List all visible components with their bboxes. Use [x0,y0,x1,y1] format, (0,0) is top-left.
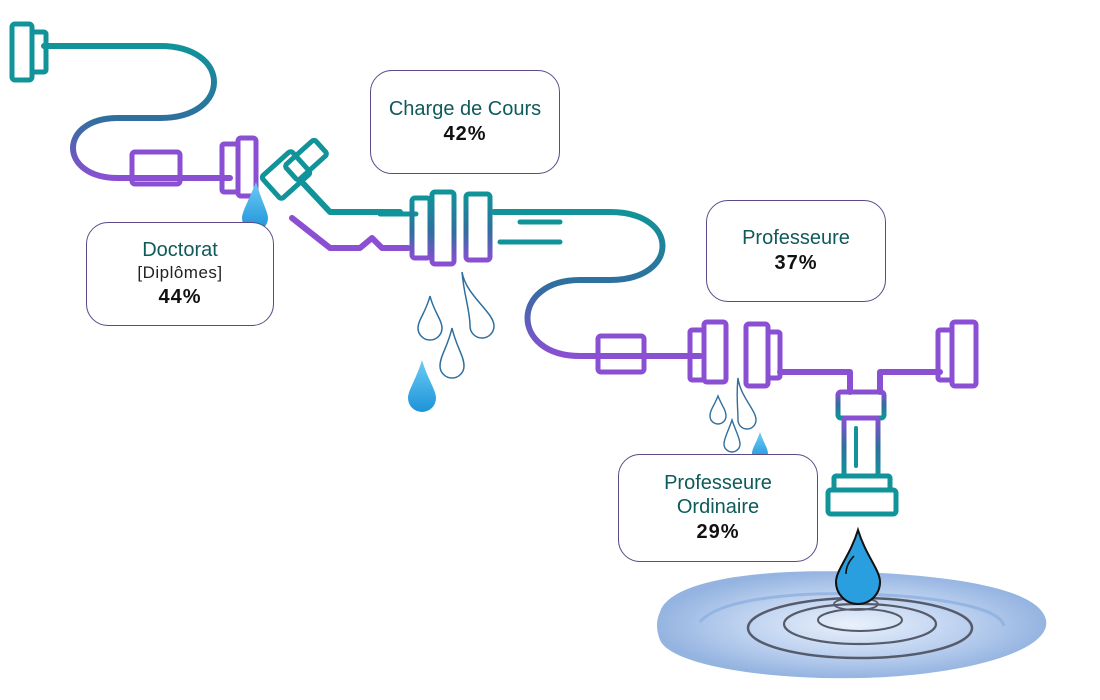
pipe-segment-1 [9,21,259,199]
water-drop-icon [709,394,727,425]
card-value: 29% [696,521,740,543]
water-drop-icon [439,327,465,379]
pipe-segment-2 [259,137,493,267]
card-professeure-ordinaire: Professeure Ordinaire 29% [618,454,818,562]
pipe-segment-4 [743,319,979,517]
card-label: Charge de Cours [388,98,542,120]
water-drop-icon [736,377,757,430]
pipe-segment-3 [491,209,729,385]
card-value: 37% [774,252,818,274]
card-charge-de-cours: Charge de Cours 42% [370,70,560,174]
card-label-line2: Ordinaire [676,496,760,518]
card-label: Doctorat [142,239,218,261]
water-drops [242,182,768,462]
water-drop-icon [417,295,443,341]
card-label: Professeure [742,227,850,249]
card-value: 44% [158,286,202,308]
water-drop-icon [723,417,741,453]
water-drop-icon [408,360,436,412]
card-professeure: Professeure 37% [706,200,886,302]
card-doctorat: Doctorat [Diplômes] 44% [86,222,274,326]
water-drop-icon [461,271,495,339]
card-sublabel: [Diplômes] [137,263,223,282]
water-drop-icon [242,182,268,231]
water-puddle [657,526,1047,679]
water-drop-icon [834,526,882,605]
card-label-line1: Professeure [664,472,772,494]
card-value: 42% [443,123,487,145]
